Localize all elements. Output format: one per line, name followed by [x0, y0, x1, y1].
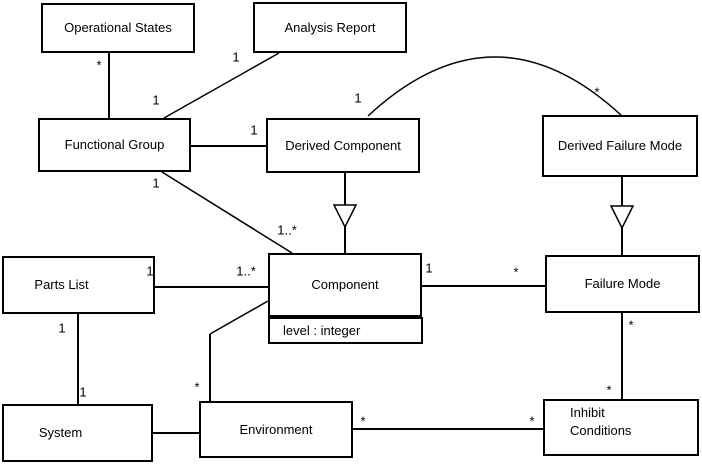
class-parts-list: Parts List — [2, 256, 155, 314]
edge-derived-component-derived-failure-mode-arc — [367, 56, 623, 117]
class-functional-group: Functional Group — [38, 118, 191, 172]
multiplicity-ic-end-fm: * — [606, 382, 612, 398]
multiplicity-dc-end: 1 — [250, 122, 258, 138]
class-inhibit-conditions: Inhibit Conditions — [543, 399, 699, 456]
class-component-name-compartment: Component — [268, 253, 422, 317]
multiplicity-ar-end: 1 — [232, 49, 240, 65]
class-environment: Environment — [199, 401, 353, 458]
class-analysis-report: Analysis Report — [253, 2, 407, 53]
multiplicity-env-end-ic: * — [360, 413, 366, 429]
multiplicity-ic-end-env: * — [529, 413, 535, 429]
multiplicity-comp-end-pl: 1..* — [236, 263, 256, 279]
multiplicity-fg-end-comp: 1 — [152, 175, 160, 191]
generalization-arrow-component-icon — [332, 204, 358, 229]
multiplicity-fg-end-os: 1 — [152, 92, 160, 108]
multiplicity-comp-end-fg: 1..* — [277, 222, 297, 238]
multiplicity-dfm-end-arc: * — [594, 84, 600, 100]
multiplicity-comp-end-fm: 1 — [425, 260, 433, 276]
multiplicity-pl-end-sys: 1 — [58, 320, 66, 336]
class-system: System — [2, 404, 153, 462]
multiplicity-env-end-comp: * — [194, 379, 200, 395]
multiplicity-fm-end-comp: * — [513, 264, 519, 280]
multiplicity-os-end: * — [96, 57, 102, 73]
class-derived-failure-mode: Derived Failure Mode — [542, 115, 698, 177]
class-operational-states: Operational States — [41, 3, 195, 53]
edge-functional-group-component — [161, 171, 293, 254]
multiplicity-pl-end: 1 — [146, 263, 154, 279]
generalization-arrow-failure-mode-icon — [609, 205, 635, 230]
class-derived-component: Derived Component — [266, 118, 420, 173]
multiplicity-fm-end-ic: * — [628, 317, 634, 333]
class-component-attribute-compartment: level : integer — [268, 317, 423, 344]
multiplicity-dc-end-arc: 1 — [354, 90, 362, 106]
edge-functional-group-analysis-report — [163, 52, 280, 119]
multiplicity-sys-end: 1 — [79, 384, 87, 400]
edge-environment-component-diagonal — [209, 300, 269, 335]
class-failure-mode: Failure Mode — [545, 255, 700, 313]
